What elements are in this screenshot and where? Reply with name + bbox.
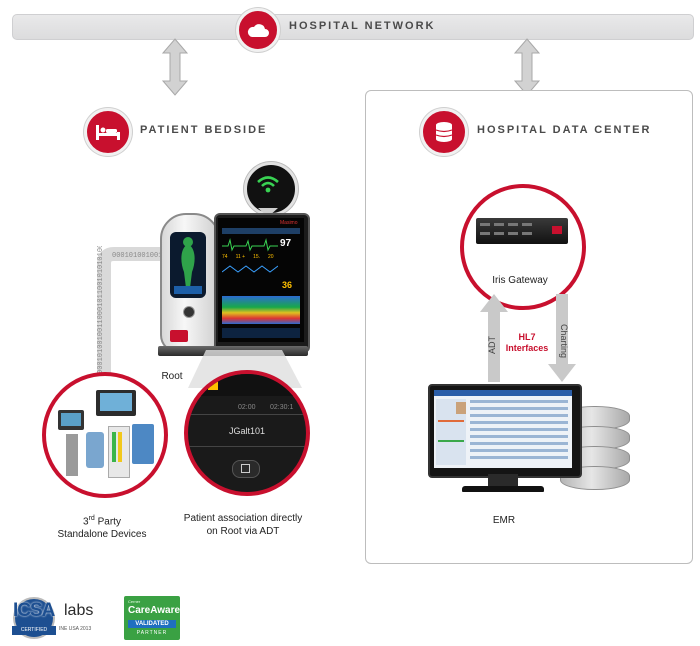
handheld-connector [170,330,188,342]
hl7-line1: HL7 [518,332,536,342]
icsa-main-text: ICSA [13,600,55,621]
bedside-title: PATIENT BEDSIDE [140,124,268,136]
icsa-labs-badge: ICSA labs CERTIFIED INE USA 2013 [12,596,112,640]
handheld-screen [170,232,206,298]
home-button [232,460,260,478]
careaware-partner: PARTNER [136,630,168,636]
patient-id: JGalt101 [228,426,266,436]
root-monitor-screen: Masimo 97 74 11 + 15. 20 36 [218,218,304,342]
cloud-icon [236,8,280,52]
careaware-badge: Cerner CareAware VALIDATED PARTNER [124,596,180,640]
binary-text-vertical: 0001010010011000101100101010100100101001 [97,246,105,374]
handheld-button [183,306,195,318]
adt-arrow-label: ADT [487,336,497,354]
careaware-name: CareAware [128,605,181,616]
bedside-network-arrow [161,38,189,96]
careaware-brand: Cerner [128,599,141,604]
icsa-certified-text: CERTIFIED [12,626,56,635]
root-value-primary: 97 [280,238,292,249]
iris-gateway-circle [460,184,586,310]
hl7-line2: Interfaces [505,343,549,353]
binary-stream: 0001010010011000101100101010100100101001… [97,246,176,374]
emr-label: EMR [492,515,516,526]
datacenter-network-arrow [513,38,541,96]
emr-screen [434,390,572,468]
root-row-value-2: 11 + [235,254,246,260]
icsa-labs-text: labs [64,602,94,619]
third-party-line2: Standalone Devices [57,529,147,541]
adt-caption-line2: on Root via ADT [206,526,280,537]
gateway-label: Iris Gateway [492,275,548,286]
third-party-caption: 3rd Party Standalone Devices [56,512,148,541]
emr-stand-foot [462,486,544,492]
zoom-time-1: 02:00 [238,404,256,411]
charting-down-arrow [548,294,576,382]
network-title: HOSPITAL NETWORK [289,20,436,32]
zoom-time-2: 02:30:1 [270,404,294,411]
third-party-devices-photo [42,372,168,498]
careaware-validated: VALIDATED [128,620,176,628]
icsa-sub-text: INE USA 2013 [59,626,92,632]
third-party-ordinal: 3 [83,516,89,528]
emr-stand-neck [488,474,518,486]
third-party-ordinal-suffix: rd [88,515,95,522]
hospital-network-bar [12,14,694,40]
root-value-secondary: 36 [282,280,293,290]
datacenter-panel [365,90,693,564]
root-label: Root [161,371,183,382]
server-icon [476,218,568,244]
patient-association-photo: 02:00 02:30:1 JGalt101 [184,370,310,496]
root-row-value-3: 15. [253,254,261,260]
database-icon [420,108,468,156]
adt-caption: Patient association directly on Root via… [168,512,318,538]
hl7-label: HL7 Interfaces [504,332,550,354]
wifi-pointer [258,208,278,217]
root-spectrogram [222,296,300,324]
root-brand: Masimo [280,220,298,226]
third-party-word: Party [94,516,121,528]
adt-up-arrow [480,294,508,382]
adt-caption-line1: Patient association directly [183,513,303,524]
root-row-value-1: 74 [222,254,228,260]
root-row-value-4: 20 [268,254,274,260]
charting-arrow-label: Charting [559,323,569,359]
binary-text-horizontal: 0001010010011000101100101010100100101001 [112,252,176,260]
wifi-icon [257,176,279,193]
bed-icon [84,108,132,156]
datacenter-title: HOSPITAL DATA CENTER [477,124,652,136]
